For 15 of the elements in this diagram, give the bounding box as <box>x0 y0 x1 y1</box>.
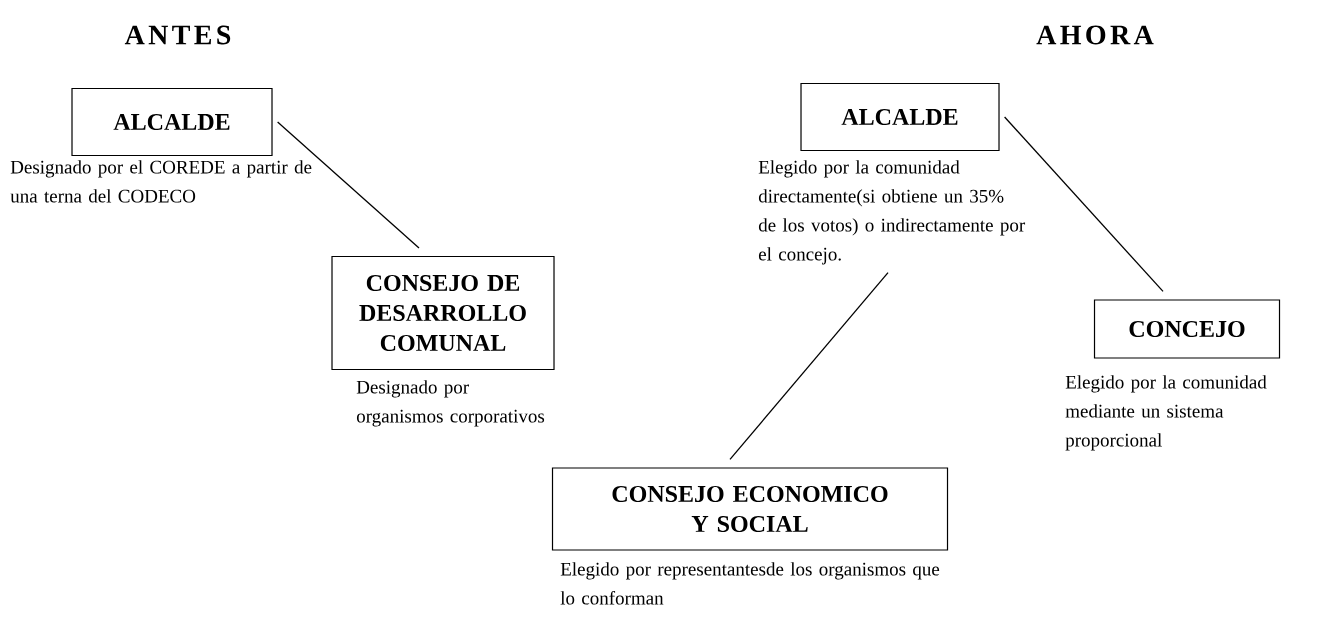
description: Elegido por la comunidad directamente(si obtiene un 35% de los votos) o indirectamente por el concejo. <box>758 160 1026 265</box>
heading: ANTES <box>124 25 231 45</box>
description: Elegido por la comunidad mediante un sistema proporcional <box>1065 375 1267 451</box>
box: ALCALDE <box>71 87 273 157</box>
box: CONCEJO <box>1093 299 1281 359</box>
description: Designado por el COREDE a partir de una terna del CODECO <box>10 160 312 203</box>
connector-line <box>276 121 420 249</box>
connector-line <box>729 272 889 461</box>
description: Designado por organismos corporativos <box>356 380 545 427</box>
heading: AHORA <box>1036 25 1154 45</box>
description: Elegido por representantesde los organismos que lo conforman <box>560 562 940 605</box>
box: CONSEJO ECONOMICO Y SOCIAL <box>551 467 949 551</box>
box: ALCALDE <box>800 82 1000 152</box>
connector-line <box>1003 116 1164 293</box>
box: CONSEJO DE DESARROLLO COMUNAL <box>331 255 555 371</box>
